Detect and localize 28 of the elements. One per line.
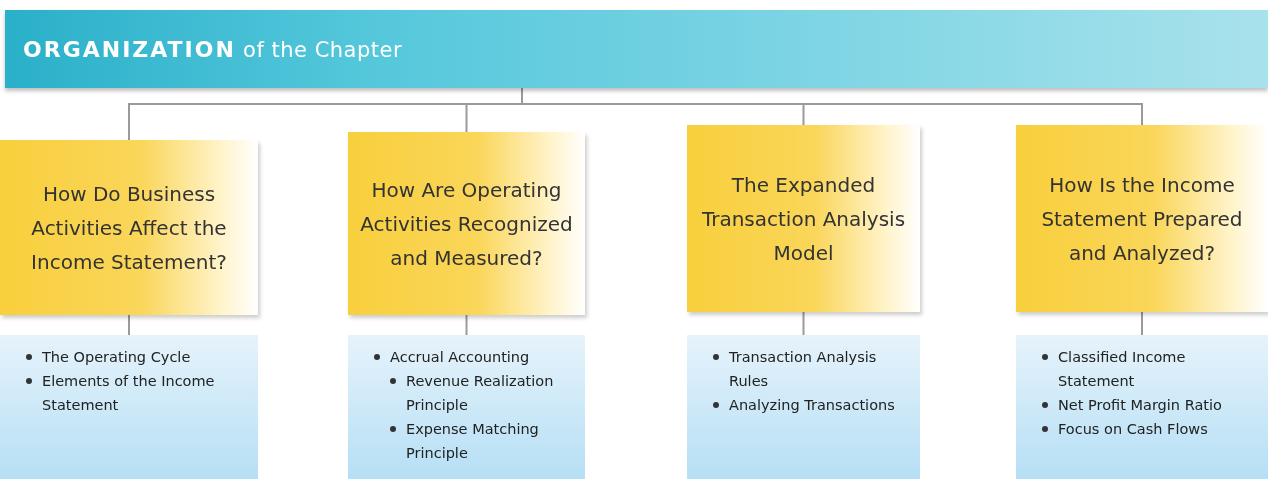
bullet-item: Net Profit Margin Ratio xyxy=(1058,396,1222,415)
bullet-item: Analyzing Transactions xyxy=(729,396,895,415)
subtopic-box xyxy=(687,335,920,479)
connector-line xyxy=(128,314,130,336)
subtopic-box xyxy=(348,335,585,479)
bullet-item: Expense Matching Principle xyxy=(406,420,540,463)
topic-heading: How Do Business Activities Affect the Income Statement? xyxy=(30,180,228,276)
topic-heading: The Expanded Transaction Analysis Model xyxy=(700,171,907,267)
connector-line xyxy=(465,314,468,336)
connector-line xyxy=(1141,311,1143,336)
topic-box xyxy=(0,140,258,315)
bullet-item: Accrual Accounting xyxy=(390,348,530,367)
topic-box xyxy=(348,132,585,315)
topic-heading: How Is the Income Statement Prepared and Analyzed? xyxy=(1040,171,1244,267)
bullet-item: Transaction Analysis Rules xyxy=(729,348,878,391)
bullet-item: Focus on Cash Flows xyxy=(1058,420,1208,439)
topic-box xyxy=(1016,125,1268,312)
bullet-item: The Operating Cycle xyxy=(42,348,191,367)
connector-line xyxy=(802,311,805,336)
bullet-item: Classified Income Statement xyxy=(1058,348,1187,391)
topic-heading: How Are Operating Activities Recognized and Measured? xyxy=(359,176,574,272)
subtopic-box xyxy=(0,335,258,479)
subtopic-box xyxy=(1016,335,1268,479)
topic-box xyxy=(687,125,920,312)
bullet-item: Elements of the Income Statement xyxy=(42,372,216,415)
bullet-item: Revenue Realization Principle xyxy=(406,372,555,415)
title-banner xyxy=(5,10,1268,88)
banner-title: ORGANIZATION of the Chapter xyxy=(23,36,403,62)
